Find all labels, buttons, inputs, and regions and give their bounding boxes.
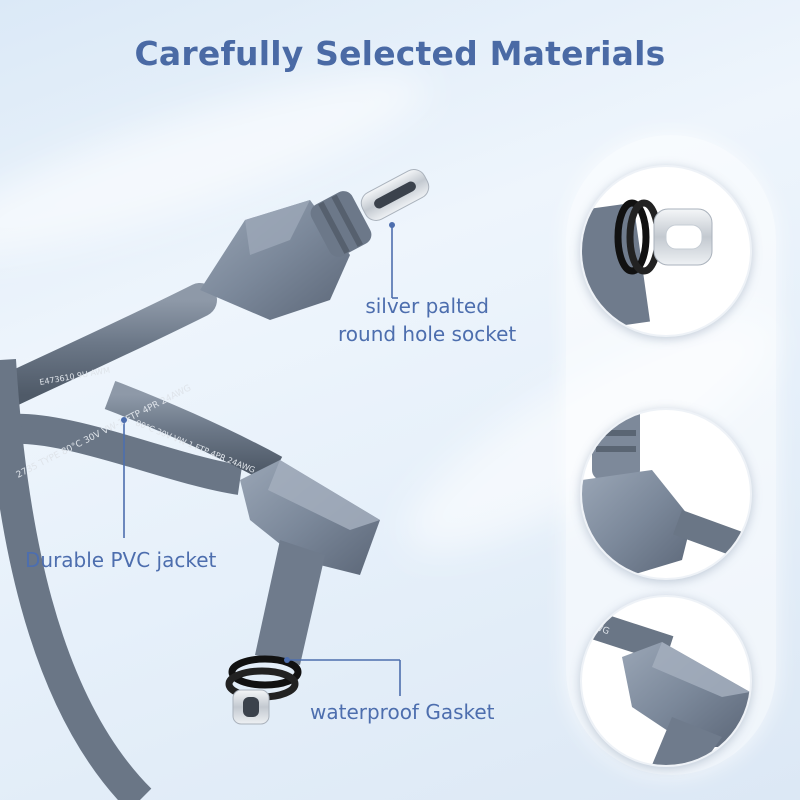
waterproof-gasket	[228, 655, 302, 689]
callout-socket: silver palted round hole socket	[338, 292, 516, 348]
angled-head-detail: AWG	[582, 602, 750, 765]
cable-second	[104, 380, 283, 484]
detail-circle-collar	[580, 408, 752, 580]
page-title: Carefully Selected Materials	[134, 34, 666, 73]
detail-circle-angled-head: AWG	[580, 595, 752, 767]
callout-lines	[123, 225, 401, 696]
callout-waterproof-gasket: waterproof Gasket	[310, 700, 495, 724]
lower-connector-stem	[255, 540, 325, 665]
cable-main	[0, 283, 217, 412]
cable-lower-loop	[0, 359, 152, 800]
callout-socket-line1: silver palted	[365, 294, 489, 318]
upper-connector-boot	[200, 200, 350, 320]
cable-main	[0, 413, 243, 495]
callout-pvc-jacket: Durable PVC jacket	[25, 548, 217, 572]
gasket-detail	[582, 199, 713, 332]
detail-circle-gasket	[580, 165, 752, 337]
callout-socket-line2: round hole socket	[338, 322, 517, 346]
collar-detail	[582, 410, 750, 578]
